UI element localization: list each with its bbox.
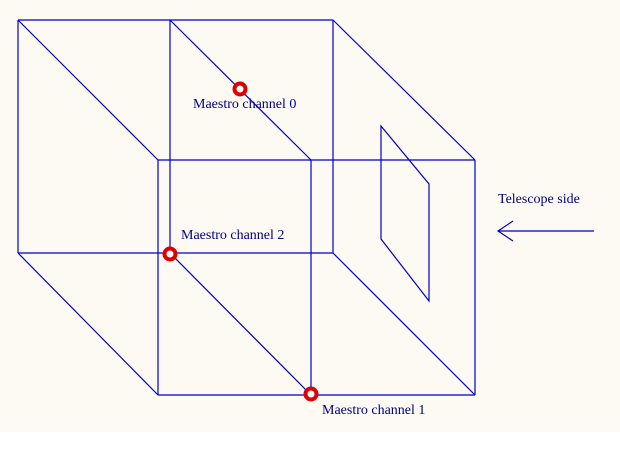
connect-bottom-left-edge: [17, 252, 159, 396]
labels: Maestro channel 0 Maestro channel 2 Maes…: [181, 97, 580, 418]
diagonal-lower: [169, 252, 312, 396]
label-channel-2: Maestro channel 2: [181, 228, 284, 243]
diagonal-left: [17, 19, 159, 161]
label-channel-1: Maestro channel 1: [322, 403, 425, 418]
marker-channel-2: [162, 246, 178, 262]
marker-channel-0: [232, 81, 248, 97]
channel-markers: [162, 81, 319, 402]
diagram-background: [0, 0, 620, 432]
label-telescope-side: Telescope side: [498, 192, 580, 207]
marker-channel-1: [303, 386, 319, 402]
label-channel-0: Maestro channel 0: [193, 97, 296, 112]
connect-top-right-edge: [332, 19, 476, 161]
left-arrow-head: [496, 220, 514, 242]
connect-bottom-right-edge: [332, 252, 476, 396]
tilted-plane: [380, 124, 430, 303]
